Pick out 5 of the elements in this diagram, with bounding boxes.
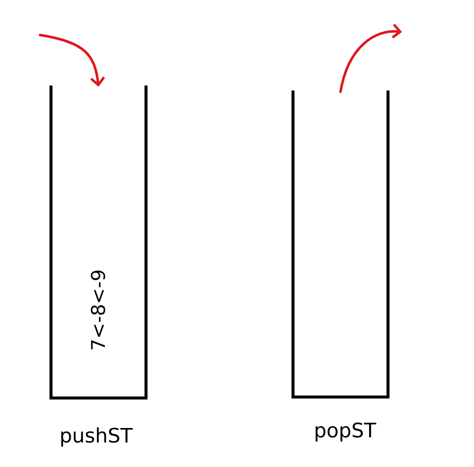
stack-contents: 7<-8<-9 [90, 270, 106, 350]
curved-arrow [38, 34, 105, 87]
curved-arrow [339, 24, 402, 94]
stack-label: popST [316, 422, 376, 442]
stack-label: pushST [61, 427, 133, 447]
